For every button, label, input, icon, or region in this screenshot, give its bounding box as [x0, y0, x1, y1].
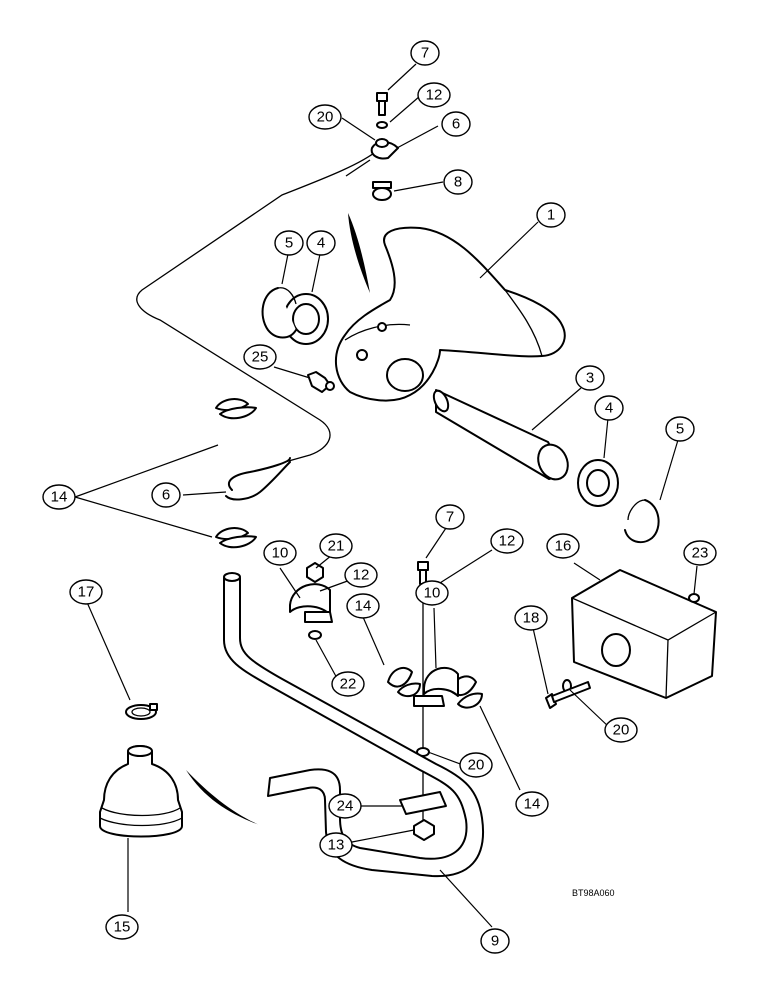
washer-20-upper [375, 138, 389, 148]
callout-6-lower: 6 [151, 482, 181, 508]
svg-text:12: 12 [499, 533, 516, 550]
svg-text:13: 13 [328, 837, 345, 854]
callout-21: 21 [319, 533, 353, 559]
callout-14-left: 14 [42, 484, 76, 510]
svg-text:4: 4 [605, 400, 613, 417]
svg-text:23: 23 [692, 545, 709, 562]
callout-10-left: 10 [263, 540, 297, 566]
callout-23: 23 [683, 540, 717, 566]
callout-5-upper: 5 [274, 230, 304, 256]
svg-text:21: 21 [328, 538, 345, 555]
callout-7-middle: 7 [435, 504, 465, 530]
callout-6-upper: 6 [441, 111, 471, 137]
svg-text:24: 24 [337, 798, 354, 815]
callout-1: 1 [536, 202, 566, 228]
pivot-pin-part [432, 389, 569, 481]
svg-text:14: 14 [51, 489, 68, 506]
svg-text:7: 7 [446, 509, 454, 526]
callout-14-right: 14 [515, 791, 549, 817]
callout-20-right: 20 [604, 717, 638, 743]
callout-12-right: 12 [490, 528, 524, 554]
counterweight-block-part [571, 569, 717, 699]
svg-text:14: 14 [355, 598, 372, 615]
svg-text:20: 20 [317, 109, 334, 126]
saddle-bracket-right [413, 666, 459, 707]
tube-assembly-part [223, 572, 484, 878]
svg-text:20: 20 [468, 757, 485, 774]
clip-14-c [387, 666, 421, 698]
snap-ring-right [624, 499, 660, 544]
svg-text:10: 10 [424, 585, 441, 602]
svg-text:12: 12 [353, 567, 370, 584]
callout-12-upper: 12 [417, 82, 451, 108]
washer-12-upper [376, 121, 388, 129]
callout-20-upper: 20 [308, 104, 342, 130]
svg-text:22: 22 [340, 676, 357, 693]
callout-24: 24 [328, 793, 362, 819]
svg-text:8: 8 [454, 174, 462, 191]
svg-text:25: 25 [252, 349, 269, 366]
callout-7-upper: 7 [410, 40, 440, 66]
bolt-upper [376, 92, 388, 116]
callout-5-lower: 5 [665, 416, 695, 442]
nut-13 [413, 819, 435, 841]
svg-text:18: 18 [523, 610, 540, 627]
svg-text:15: 15 [114, 919, 131, 936]
plug-23 [688, 593, 700, 603]
callout-20-middle: 20 [459, 752, 493, 778]
svg-text:20: 20 [613, 722, 630, 739]
svg-text:5: 5 [285, 235, 293, 252]
callout-8: 8 [443, 169, 473, 195]
svg-text:5: 5 [676, 421, 684, 438]
clip-14-b [215, 527, 257, 549]
callout-18: 18 [514, 605, 548, 631]
callout-4-lower: 4 [594, 395, 624, 421]
svg-text:17: 17 [78, 584, 95, 601]
grease-fitting-part [307, 371, 335, 393]
svg-text:16: 16 [555, 538, 572, 555]
leader-lines [74, 63, 698, 928]
callout-16: 16 [546, 533, 580, 559]
assembly-arrow-upper [348, 213, 370, 293]
pivot-housing-part [334, 226, 566, 402]
hose-clamp-part [125, 703, 158, 720]
svg-text:10: 10 [272, 545, 289, 562]
rubber-boot-part [99, 745, 183, 838]
callout-17: 17 [69, 579, 103, 605]
svg-text:1: 1 [547, 207, 555, 224]
clamp-plate-part [399, 791, 447, 815]
bolt-18 [545, 681, 591, 709]
saddle-bracket-left [289, 583, 333, 623]
svg-text:6: 6 [162, 487, 170, 504]
callout-22: 22 [331, 671, 365, 697]
washer-22 [308, 630, 322, 640]
svg-text:9: 9 [491, 933, 499, 950]
svg-text:3: 3 [586, 370, 594, 387]
bolt-middle [417, 561, 429, 835]
callout-4-upper: 4 [306, 230, 336, 256]
callout-13: 13 [319, 832, 353, 858]
callout-3: 3 [575, 365, 605, 391]
figure-reference-code: BT98A060 [572, 888, 615, 898]
callout-9: 9 [480, 928, 510, 954]
nut-21 [306, 562, 324, 583]
retaining-cable-part [136, 141, 399, 501]
callout-15: 15 [105, 914, 139, 940]
callout-12-left: 12 [344, 562, 378, 588]
callout-10-right: 10 [415, 580, 449, 606]
svg-text:12: 12 [426, 87, 443, 104]
callout-14-middle: 14 [346, 593, 380, 619]
snap-ring-left [261, 287, 297, 339]
svg-text:6: 6 [452, 116, 460, 133]
nut-part [372, 181, 392, 201]
assembly-arrow-lower [186, 770, 262, 826]
svg-text:7: 7 [421, 45, 429, 62]
svg-text:14: 14 [524, 796, 541, 813]
callout-25: 25 [243, 344, 277, 370]
thrust-washer-right [577, 459, 619, 507]
clip-14-a [215, 398, 257, 420]
svg-text:4: 4 [317, 235, 325, 252]
